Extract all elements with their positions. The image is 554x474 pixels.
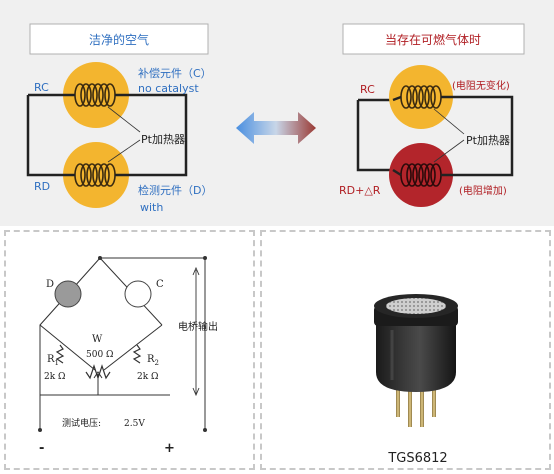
- gas-present-title: 当存在可燃气体时: [385, 32, 481, 47]
- pt-leader-line: [107, 106, 141, 133]
- clean-air-title-box: [29, 23, 209, 55]
- sensor-mesh: [386, 298, 446, 314]
- node-dot: [98, 256, 102, 260]
- heater-coil-icon: [60, 163, 140, 187]
- clean-air-title: 洁净的空气: [89, 32, 149, 47]
- rc-label: RC: [34, 81, 49, 94]
- sensor-pin: [420, 385, 424, 427]
- detecting-element-sub: with: [140, 201, 163, 214]
- heater-coil-icon: [60, 83, 140, 107]
- r1-sub: 1: [55, 359, 59, 367]
- r1-label: R: [47, 354, 55, 365]
- tgs6812-sensor-image: [374, 294, 458, 427]
- pt-leader-line: [433, 108, 465, 135]
- plus-terminal-label: +: [164, 441, 175, 456]
- node-dot: [203, 428, 207, 432]
- r1-label-group: R1: [47, 354, 59, 367]
- detecting-element-gas: [389, 143, 453, 207]
- rd-label: RD: [34, 180, 50, 193]
- resistor-r2-icon: [132, 344, 142, 364]
- pt-leader-line: [433, 139, 465, 163]
- resistor-r1-icon: [55, 344, 65, 364]
- heater-coil-icon: [392, 163, 468, 187]
- test-voltage-label: 测试电压:: [62, 417, 101, 429]
- pt-heater-label-gas: Pt加热器: [466, 134, 510, 147]
- r1-value: 2k Ω: [44, 372, 66, 382]
- gas-right-wire: [468, 95, 514, 177]
- pt-heater-label: Pt加热器: [141, 133, 185, 146]
- sensor-cap: [376, 318, 456, 392]
- compensating-element-gas: [389, 65, 453, 129]
- compensating-element: [63, 62, 129, 128]
- pt-leader-line: [107, 139, 141, 163]
- gas-lead-wires: [356, 98, 393, 172]
- test-voltage-value: 2.5V: [124, 419, 145, 429]
- minus-terminal-label: -: [39, 441, 44, 456]
- rc-label-gas: RC: [360, 83, 375, 96]
- d-label: D: [46, 279, 54, 290]
- sensor-model-label: TGS6812: [387, 451, 447, 466]
- r2-sub: 2: [155, 359, 159, 367]
- gas-present-diagram: 当存在可燃气体时 RC RD+△R (电阻无变化) Pt加热器 (电阻增加): [339, 23, 525, 207]
- detecting-element-d: [54, 280, 82, 308]
- r2-label: R: [147, 354, 155, 365]
- increase-label: (电阻增加): [459, 184, 507, 197]
- sensor-pin: [408, 385, 412, 427]
- circuit-wire: [39, 257, 205, 371]
- c-label: C: [156, 279, 164, 290]
- heater-coil-icon: [392, 85, 468, 109]
- detecting-element-label: 检测元件（D）: [138, 183, 212, 197]
- double-arrow-icon: [236, 112, 316, 144]
- compensating-element-label: 补偿元件（C）: [138, 66, 212, 80]
- bridge-output-label: 电桥输出: [178, 320, 218, 333]
- clean-air-right-wire: [140, 93, 188, 177]
- r2-label-group: R2: [147, 354, 159, 367]
- rd-delta-label: RD+△R: [339, 184, 381, 197]
- no-change-label: (电阻无变化): [452, 79, 510, 92]
- w-label: W: [92, 334, 103, 345]
- compensating-element-sub: no catalyst: [138, 82, 199, 95]
- node-dot: [38, 428, 42, 432]
- sensor-pin: [432, 383, 436, 417]
- r2-value: 2k Ω: [137, 372, 159, 382]
- w-value: 500 Ω: [86, 350, 114, 360]
- wiper-arrow-icon: [93, 371, 103, 395]
- compensating-element-c: [124, 280, 152, 308]
- output-arrow-icon: [192, 266, 200, 397]
- clean-air-lead-wires: [26, 93, 60, 177]
- node-dot: [203, 256, 207, 260]
- clean-air-diagram: 洁净的空气 RC RD 补偿元件（C） no catalyst Pt加热器 检测…: [26, 23, 212, 214]
- sensor-pin: [396, 383, 400, 417]
- gas-present-title-box: [342, 23, 525, 55]
